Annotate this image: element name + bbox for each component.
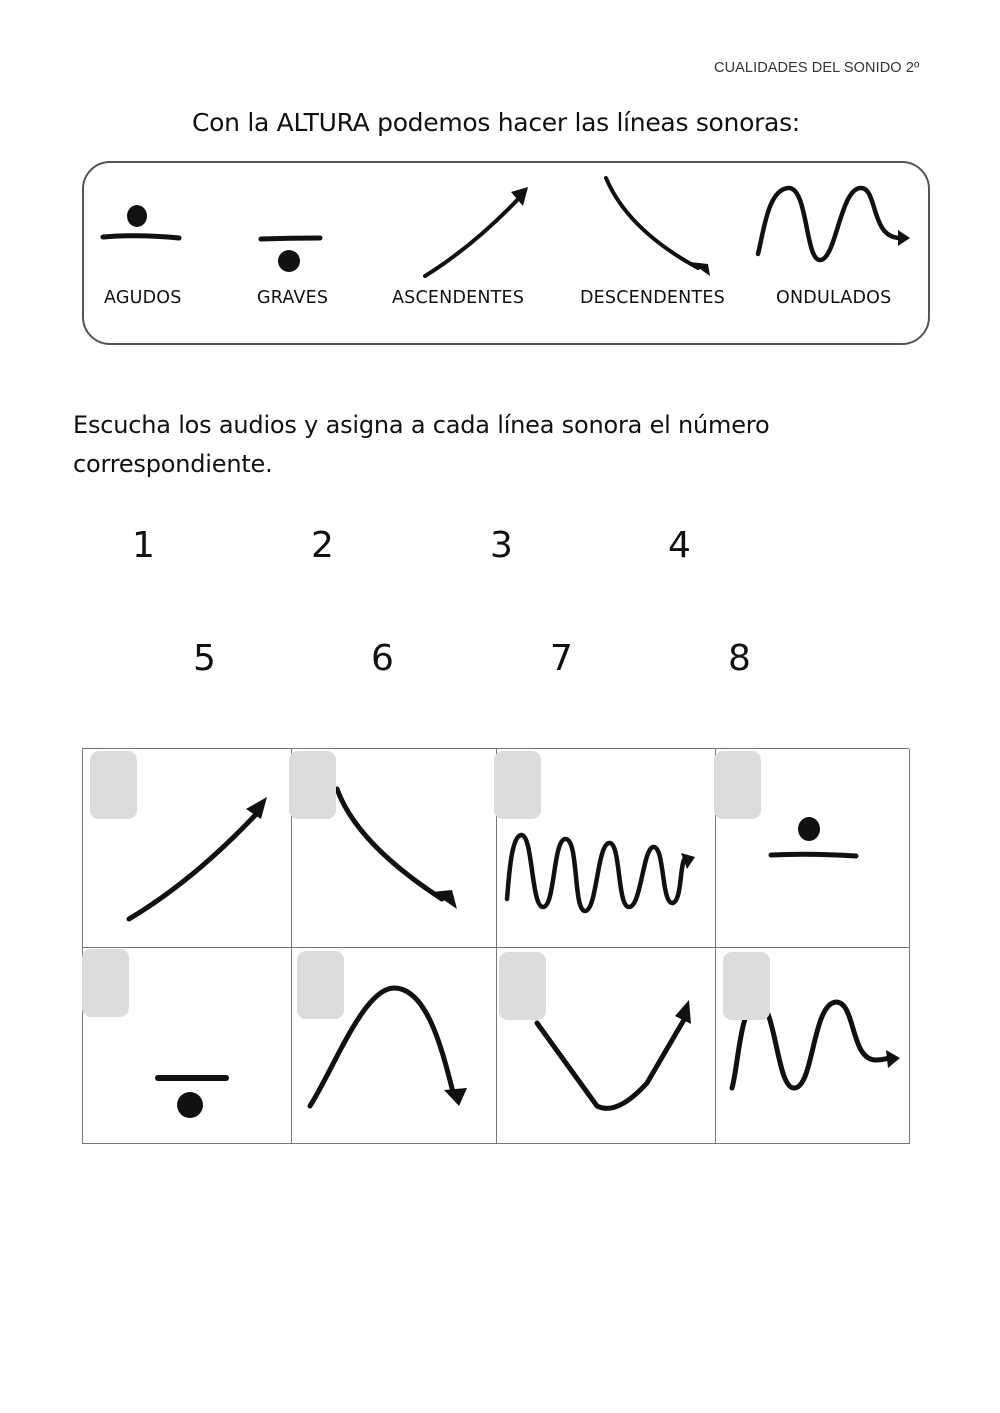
tight-wavy-line-icon <box>504 832 695 914</box>
grid-cell-3 <box>494 749 716 948</box>
answer-dropzone[interactable] <box>297 951 344 1019</box>
legend-label-ascendentes: ASCENDENTES <box>392 288 525 308</box>
answer-grid <box>82 748 910 1144</box>
legend-label-descendentes: DESCENDENTES <box>580 288 725 308</box>
answer-dropzone[interactable] <box>714 751 761 819</box>
low-note-icon <box>258 235 323 272</box>
answer-dropzone[interactable] <box>494 751 541 819</box>
descending-arrow-icon <box>604 176 710 276</box>
grid-cell-5 <box>82 948 292 1144</box>
legend-label-ondulados: ONDULADOS <box>776 288 892 308</box>
answer-dropzone[interactable] <box>499 952 546 1020</box>
high-note-icon <box>768 817 859 859</box>
low-note-icon <box>155 1075 229 1118</box>
answer-dropzone[interactable] <box>723 952 770 1020</box>
number-tile-3[interactable]: 3 <box>490 525 513 566</box>
high-note-icon <box>100 205 182 241</box>
ascending-arrow-icon <box>126 797 267 922</box>
answer-dropzone[interactable] <box>90 751 137 819</box>
grid-cell-8 <box>716 948 910 1144</box>
grid-cell-7 <box>497 948 716 1144</box>
worksheet-subject: CUALIDADES DEL SONIDO 2º <box>714 60 920 76</box>
legend-label-agudos: AGUDOS <box>104 288 182 308</box>
number-tile-6[interactable]: 6 <box>371 638 394 679</box>
number-tile-8[interactable]: 8 <box>728 638 751 679</box>
number-tile-2[interactable]: 2 <box>311 525 334 566</box>
number-tile-4[interactable]: 4 <box>668 525 691 566</box>
valley-arrow-icon <box>534 1000 691 1111</box>
exercise-instructions: Escucha los audios y asigna a cada línea… <box>73 411 770 478</box>
wavy-line-icon <box>755 185 910 263</box>
grid-cell-1 <box>83 749 292 948</box>
grid-cell-6 <box>292 948 497 1144</box>
arch-arrow-icon <box>307 985 467 1109</box>
legend-label-graves: GRAVES <box>257 288 329 308</box>
legend-box <box>82 161 930 345</box>
grid-cell-2 <box>289 749 497 948</box>
grid-cell-4 <box>714 749 910 948</box>
number-tile-7[interactable]: 7 <box>550 638 573 679</box>
number-tile-1[interactable]: 1 <box>132 525 155 566</box>
answer-dropzone[interactable] <box>82 949 129 1017</box>
answer-dropzone[interactable] <box>289 751 336 819</box>
number-tile-5[interactable]: 5 <box>193 638 216 679</box>
descending-arrow-icon <box>334 786 457 909</box>
intro-title: Con la ALTURA podemos hacer las líneas s… <box>192 108 800 137</box>
ascending-arrow-icon <box>423 187 528 278</box>
